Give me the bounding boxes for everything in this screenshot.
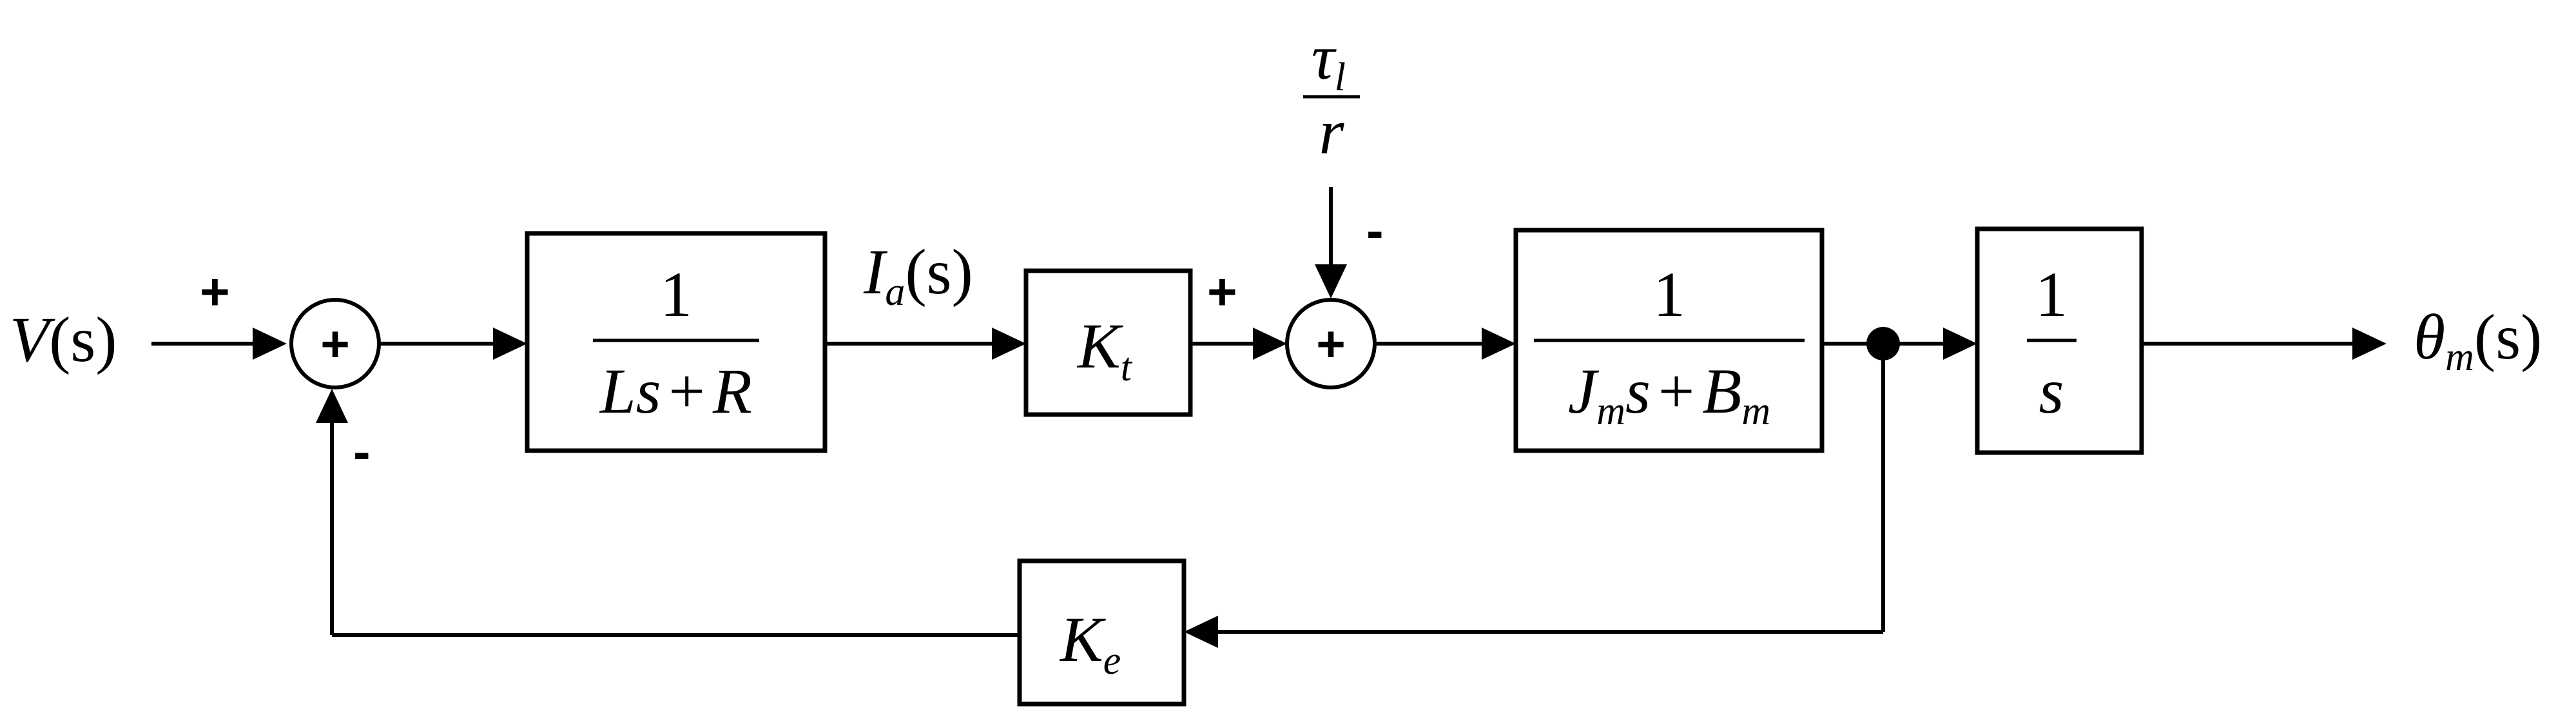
input-symbol: V [10,304,55,375]
sum2-plus-sign: + [1207,263,1237,320]
disturbance-subscript: l [1335,55,1346,99]
sum2-symbol: + [1316,315,1346,372]
svg-text:V(s): V(s) [10,304,117,375]
mechanical-den-J-sub: m [1596,389,1625,433]
ke-symbol: K [1059,603,1106,675]
electrical-den-R: R [712,355,752,427]
disturbance-arrowhead [1315,264,1347,299]
mechanical-den-B: B [1702,355,1741,427]
output-arrowhead [2352,328,2387,360]
electrical-numerator: 1 [660,259,692,330]
mechanical-denominator: Jms+Bm [1568,355,1770,433]
disturbance-tau: τ [1312,21,1337,93]
sum2-to-mechanical-arrowhead [1482,328,1516,360]
kt-to-sum2-arrowhead [1253,328,1287,360]
output-label: θm(s) [2414,301,2542,379]
electrical-block: 1 Ls+R [525,231,828,453]
electrical-denominator: Ls+R [599,355,752,427]
disturbance-numerator: τl [1312,21,1346,99]
current-label: Ia(s) [863,236,973,314]
mechanical-den-s: s [1625,355,1651,427]
sum1-to-electrical-arrowhead [493,328,527,360]
summing-junction-2: + [1285,298,1377,389]
output-subscript: m [2445,335,2474,379]
kt-label: Kt [1076,310,1133,389]
integrator-block: 1 s [1975,226,2144,455]
mechanical-block: 1 Jms+Bm [1513,228,1825,453]
integrator-block-frame [1975,226,2144,455]
input-arg: (s) [49,304,117,375]
summing-junction-1: + [289,298,381,389]
mechanical-den-J: J [1568,355,1600,427]
current-subscript: a [885,270,905,314]
disturbance-label: τl r [1303,21,1360,168]
input-label: V(s) [10,304,117,375]
mechanical-to-integrator-arrowhead [1943,328,1977,360]
torque-constant-block: Kt [1023,268,1193,417]
mechanical-den-op: + [1658,355,1694,427]
sum1-plus-sign: + [200,263,230,320]
back-emf-block: Ke [1017,558,1186,707]
input-arrowhead [253,328,287,360]
integrator-denominator: s [2039,355,2064,427]
output-arg: (s) [2474,301,2542,373]
electrical-to-kt-arrowhead [992,328,1026,360]
kt-symbol: K [1076,310,1123,382]
sum1-symbol: + [320,315,350,372]
mechanical-numerator: 1 [1653,259,1685,330]
sum2-minus-sign: - [1366,202,1384,259]
output-theta: θ [2414,301,2445,373]
electrical-den-op: + [669,355,705,427]
kt-subscript: t [1121,346,1133,389]
sum1-minus-sign: - [353,423,371,480]
current-symbol: I [863,236,888,308]
feedback-to-ke-arrowhead [1184,616,1218,648]
mechanical-den-B-sub: m [1741,389,1770,433]
disturbance-denominator: r [1319,96,1345,168]
feedback-to-sum1-arrowhead [316,389,348,423]
ke-block-frame [1017,558,1186,707]
ke-subscript: e [1103,639,1121,683]
ke-label: Ke [1059,603,1121,683]
integrator-numerator: 1 [2035,259,2068,330]
electrical-den-L: Ls [599,355,661,427]
kt-block-frame [1023,268,1193,417]
current-arg: (s) [905,236,973,308]
